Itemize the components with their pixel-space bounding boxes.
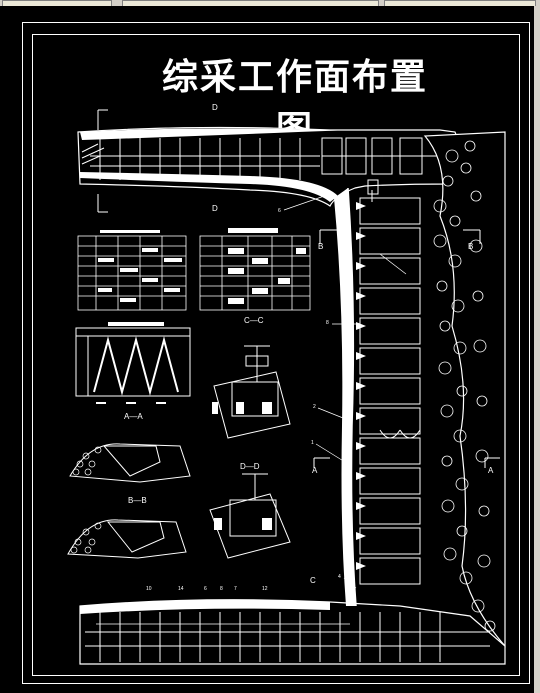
cycle-chart-axis-ticks	[96, 402, 166, 404]
cycle-chart-title-bar	[108, 322, 164, 326]
top-roadway-equipment	[321, 137, 445, 175]
label-a-left: A	[312, 466, 318, 475]
label-c-bottom: C	[310, 576, 316, 585]
top-roadway-outline	[77, 126, 469, 207]
drawing-outer-frame	[22, 22, 530, 684]
table-left-title-bar	[100, 230, 160, 233]
callout-14: 14	[178, 586, 184, 592]
face-conveyor-band	[334, 188, 356, 606]
face-support-shields	[359, 197, 421, 585]
callout-12: 12	[262, 586, 268, 592]
label-a-right: A	[488, 466, 494, 475]
label-section-cc: C—C	[244, 316, 264, 325]
bottom-roadway-band	[80, 599, 330, 614]
drawing-inner-frame	[32, 34, 520, 676]
callout-10: 10	[146, 586, 152, 592]
top-roadway-lower-band	[80, 172, 338, 202]
label-d-bottom: D	[212, 204, 218, 213]
section-dd-fills	[214, 518, 272, 530]
mine-layout-drawing	[67, 109, 506, 665]
face-support-teeth	[356, 202, 366, 570]
section-cc-drawing	[213, 345, 291, 439]
callout-2: 2	[313, 404, 316, 410]
table-right-title-bar	[228, 228, 278, 233]
table-right	[199, 235, 311, 311]
callout-6: 6	[278, 208, 281, 214]
label-b-left: B	[318, 242, 324, 251]
vertical-scrollbar[interactable]	[533, 6, 540, 693]
top-left-hatch	[81, 143, 105, 165]
section-aa-drawing	[69, 443, 191, 483]
label-section-bb: B—B	[128, 496, 147, 505]
section-cut-markers	[97, 109, 500, 468]
section-aa-rock	[72, 446, 102, 476]
gob-rock-pattern	[433, 140, 496, 632]
top-roadway-floor-band	[80, 128, 350, 140]
face-support-canopies	[367, 179, 421, 439]
leader-lines	[283, 193, 407, 589]
callout-6b: 6	[204, 586, 207, 592]
callout-4: 4	[338, 574, 341, 580]
section-bb-rock	[70, 522, 102, 554]
callout-8b: 8	[220, 586, 223, 592]
table-left	[77, 235, 187, 311]
table-right-cells	[228, 248, 306, 304]
label-section-aa: A—A	[124, 412, 143, 421]
table-left-cells	[98, 248, 182, 302]
cycle-chart	[75, 327, 191, 397]
section-dd-drawing	[209, 473, 291, 559]
label-d-top: D	[212, 103, 218, 112]
callout-1: 1	[311, 440, 314, 446]
drawing-canvas: 综采工作面布置图	[0, 6, 534, 693]
callout-7: 7	[234, 586, 237, 592]
top-roadway-supports	[90, 138, 320, 180]
section-cc-fills	[212, 402, 272, 414]
callout-8: 8	[326, 320, 329, 326]
gob-zone-outline	[423, 131, 506, 648]
label-b-right: B	[468, 242, 474, 251]
label-section-dd: D—D	[240, 462, 260, 471]
bottom-roadway-supports	[85, 612, 490, 662]
